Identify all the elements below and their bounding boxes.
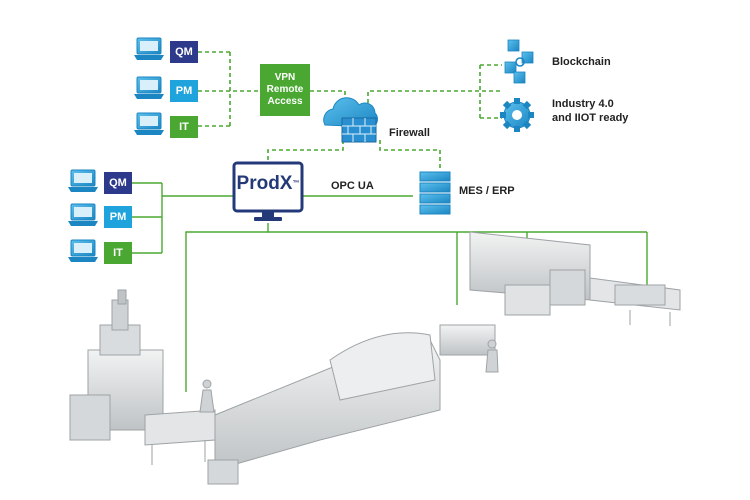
vpn-line1: VPN	[274, 72, 296, 83]
prodx-tm: ™	[292, 180, 300, 187]
qm-box: QM	[170, 41, 198, 63]
it-box: IT	[104, 242, 132, 264]
prodx-monitor-icon	[232, 161, 304, 221]
production-line-illustration	[69, 231, 681, 485]
laptop-icon	[68, 239, 98, 262]
pm-box: PM	[170, 80, 198, 102]
blockchain-label: Blockchain	[552, 56, 611, 68]
firewall-label: Firewall	[389, 127, 430, 139]
laptop-icon	[68, 203, 98, 226]
opcua-label: OPC UA	[331, 180, 374, 192]
it-box: IT	[170, 116, 198, 138]
plant-links	[130, 182, 648, 392]
vpn-line3: Access	[267, 96, 303, 107]
laptop-icon	[68, 169, 98, 192]
server-icon	[419, 171, 451, 215]
remote-links	[198, 51, 502, 170]
laptop-icon	[134, 76, 164, 99]
laptop-icon	[134, 37, 164, 60]
firewall-icon	[323, 97, 378, 143]
laptop-icon	[134, 112, 164, 135]
pm-box: PM	[104, 206, 132, 228]
mes-erp-label: MES / ERP	[459, 185, 515, 197]
industry-label-line2: and IIOT ready	[552, 112, 629, 124]
blockchain-icon	[504, 39, 534, 84]
prodx-label: ProdX	[236, 173, 293, 194]
industry-label-line1: Industry 4.0	[552, 98, 614, 110]
local-laptops	[68, 169, 98, 262]
remote-laptops	[134, 37, 164, 135]
gear-icon	[500, 98, 534, 132]
vpn-line2: Remote	[266, 84, 304, 95]
qm-box: QM	[104, 172, 132, 194]
vpn-remote-access-box: VPN Remote Access	[260, 64, 310, 116]
prodx-logo: ProdX™	[236, 173, 300, 195]
